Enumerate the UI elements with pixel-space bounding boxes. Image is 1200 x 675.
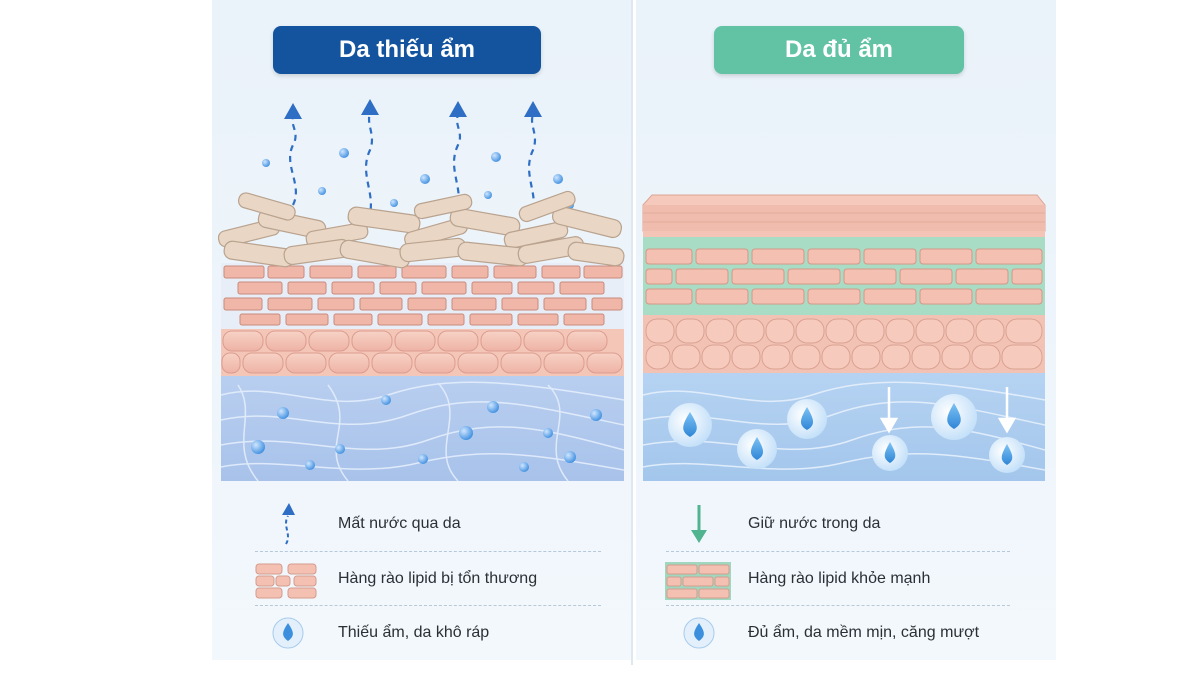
dashed-arrow-up-icon xyxy=(282,503,295,545)
water-loss-arrows xyxy=(289,112,537,221)
panel-divider xyxy=(631,0,633,665)
epidermis-cells xyxy=(643,315,1045,373)
damaged-lipid-barrier xyxy=(221,263,624,329)
flaky-corneum xyxy=(218,190,625,269)
title-hydrated-skin: Da đủ ẩm xyxy=(714,26,964,74)
healthy-lipid-barrier-icon xyxy=(665,562,731,600)
dermis-layer xyxy=(642,370,1046,481)
hydrated-skin-illustration xyxy=(642,194,1046,481)
evaporating-droplets xyxy=(262,148,574,209)
moisture-droplets xyxy=(668,394,1025,473)
dehydrated-skin-illustration xyxy=(218,99,625,482)
legend-separator xyxy=(255,551,601,552)
title-dehydrated-skin: Da thiếu ẩm xyxy=(273,26,541,74)
retention-arrows xyxy=(879,387,1017,434)
legend-text-damaged-barrier: Hàng rào lipid bị tổn thương xyxy=(338,570,538,587)
arrow-down-icon xyxy=(691,505,707,543)
legend-text-water-loss: Mất nước qua da xyxy=(338,515,461,532)
epidermis-cells xyxy=(221,328,624,376)
legend-separator xyxy=(666,605,1010,606)
legend-separator xyxy=(255,605,601,606)
arrowheads xyxy=(284,99,542,119)
legend-text-dry-skin: Thiếu ẩm, da khô ráp xyxy=(338,624,490,641)
water-drop-icon xyxy=(683,617,715,649)
healthy-lipid-barrier xyxy=(643,231,1045,315)
damaged-lipid-barrier-icon xyxy=(255,563,317,599)
legend-text-hydrated-skin: Đủ ẩm, da mềm mịn, căng mượt xyxy=(748,624,980,641)
water-drop-icon xyxy=(272,617,304,649)
legend-text-healthy-barrier: Hàng rào lipid khỏe mạnh xyxy=(748,570,931,587)
legend-text-water-retention: Giữ nước trong da xyxy=(748,515,881,532)
smooth-corneum xyxy=(642,194,1046,237)
legend-separator xyxy=(666,551,1010,552)
dermis-layer xyxy=(220,373,625,482)
